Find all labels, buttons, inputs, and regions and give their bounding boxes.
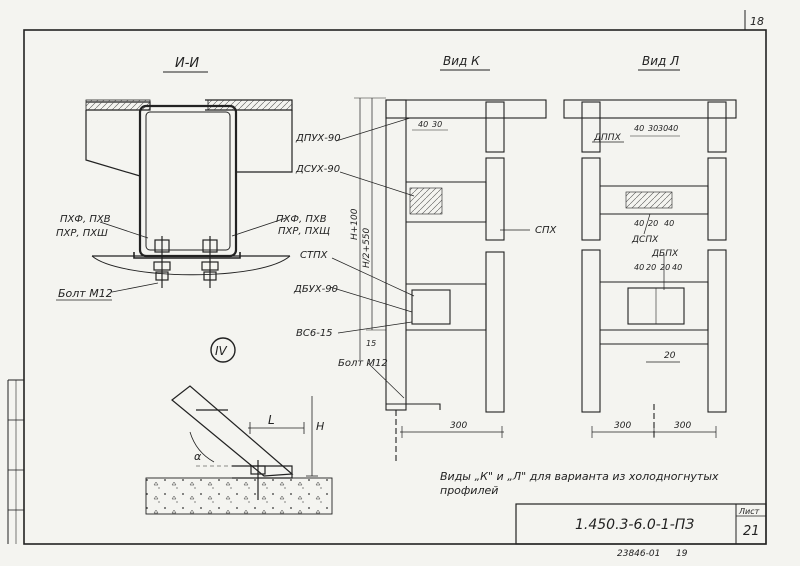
view-l-dim-top-3: 30 bbox=[658, 124, 668, 133]
view-k-label-vs6: ВС6-15 bbox=[296, 328, 333, 339]
archive-page: 19 bbox=[676, 549, 688, 559]
view-l-dim-20: 20 bbox=[664, 351, 676, 361]
view-l-label-dspx: ДСПХ bbox=[631, 235, 659, 245]
section-ii-title: И-И bbox=[175, 56, 199, 71]
list-label: Лист bbox=[738, 507, 760, 516]
view-l-dim-mid-3: 40 bbox=[664, 219, 674, 228]
view-l-title: Вид Л bbox=[642, 54, 679, 68]
angle-label: α bbox=[194, 450, 202, 463]
callout-left-line2: ПХР, ПХШ bbox=[56, 228, 108, 239]
sheet-frame bbox=[7, 10, 767, 545]
note-line-2: профилей bbox=[440, 484, 498, 497]
view-l-dim-low-2: 20 bbox=[646, 263, 656, 272]
view-k-label-dbux: ДБУХ-90 bbox=[293, 284, 338, 295]
view-l-dim-top-1: 40 bbox=[634, 124, 644, 133]
view-l-dim-top-2: 30 bbox=[648, 124, 658, 133]
view-k-dim-h-total: H+100 bbox=[350, 208, 360, 240]
page-corner-number: 18 bbox=[750, 15, 764, 28]
view-k-label-bolt: Болт М12 bbox=[338, 358, 388, 369]
view-l: Вид Л bbox=[563, 54, 737, 440]
view-k-dim-300: 300 bbox=[450, 421, 467, 431]
view-k: Вид К bbox=[293, 54, 558, 462]
callout-right-line1: ПХФ, ПХВ bbox=[276, 214, 327, 225]
view-l-label-dbpx: ДБПХ bbox=[651, 249, 679, 259]
view-l-dim-low-3: 20 bbox=[660, 263, 670, 272]
view-k-title: Вид К bbox=[443, 54, 480, 68]
view-k-dim-15: 15 bbox=[366, 339, 376, 348]
drawing-code: 1.450.3-6.0-1-ПЗ bbox=[575, 517, 694, 533]
callout-right-line2: ПХР, ПХЩ bbox=[278, 226, 330, 237]
view-k-dim-30: 30 bbox=[432, 120, 442, 129]
bolt-label-ii: Болт М12 bbox=[58, 287, 113, 300]
view-k-label-stpx: СТПХ bbox=[300, 250, 329, 261]
section-ii: И-И bbox=[56, 56, 330, 301]
view-l-label-dppx: ДППХ bbox=[593, 133, 622, 143]
list-number: 21 bbox=[743, 524, 760, 539]
node-iv-marker-text: IV bbox=[215, 344, 228, 358]
view-l-dim-300-right: 300 bbox=[674, 421, 691, 431]
view-k-dim-40: 40 bbox=[418, 120, 428, 129]
node-iv: IV L H α bbox=[145, 337, 333, 515]
dim-l-label: L bbox=[268, 413, 275, 427]
view-l-dim-top-4: 40 bbox=[668, 124, 678, 133]
view-l-dim-300-left: 300 bbox=[614, 421, 631, 431]
view-k-label-dsux: ДСУХ-90 bbox=[295, 164, 340, 175]
view-k-dim-h-half: H/2+550 bbox=[362, 227, 372, 268]
view-l-dim-low-4: 40 bbox=[672, 263, 682, 272]
view-k-label-dpux: ДПУХ-90 bbox=[295, 133, 341, 144]
note-line-1: Виды „К" и „Л" для варианта из холодногн… bbox=[440, 470, 719, 483]
view-k-label-spx: СПХ bbox=[535, 225, 558, 236]
callout-left-line1: ПХФ, ПХВ bbox=[60, 214, 111, 225]
view-l-dim-mid-1: 40 bbox=[634, 219, 644, 228]
node-iv-marker bbox=[210, 337, 236, 363]
dim-h-label: H bbox=[316, 420, 324, 433]
archive-number: 23846-01 bbox=[617, 549, 660, 559]
view-l-dim-low-1: 40 bbox=[634, 263, 644, 272]
view-l-dim-mid-2: 20 bbox=[648, 219, 658, 228]
